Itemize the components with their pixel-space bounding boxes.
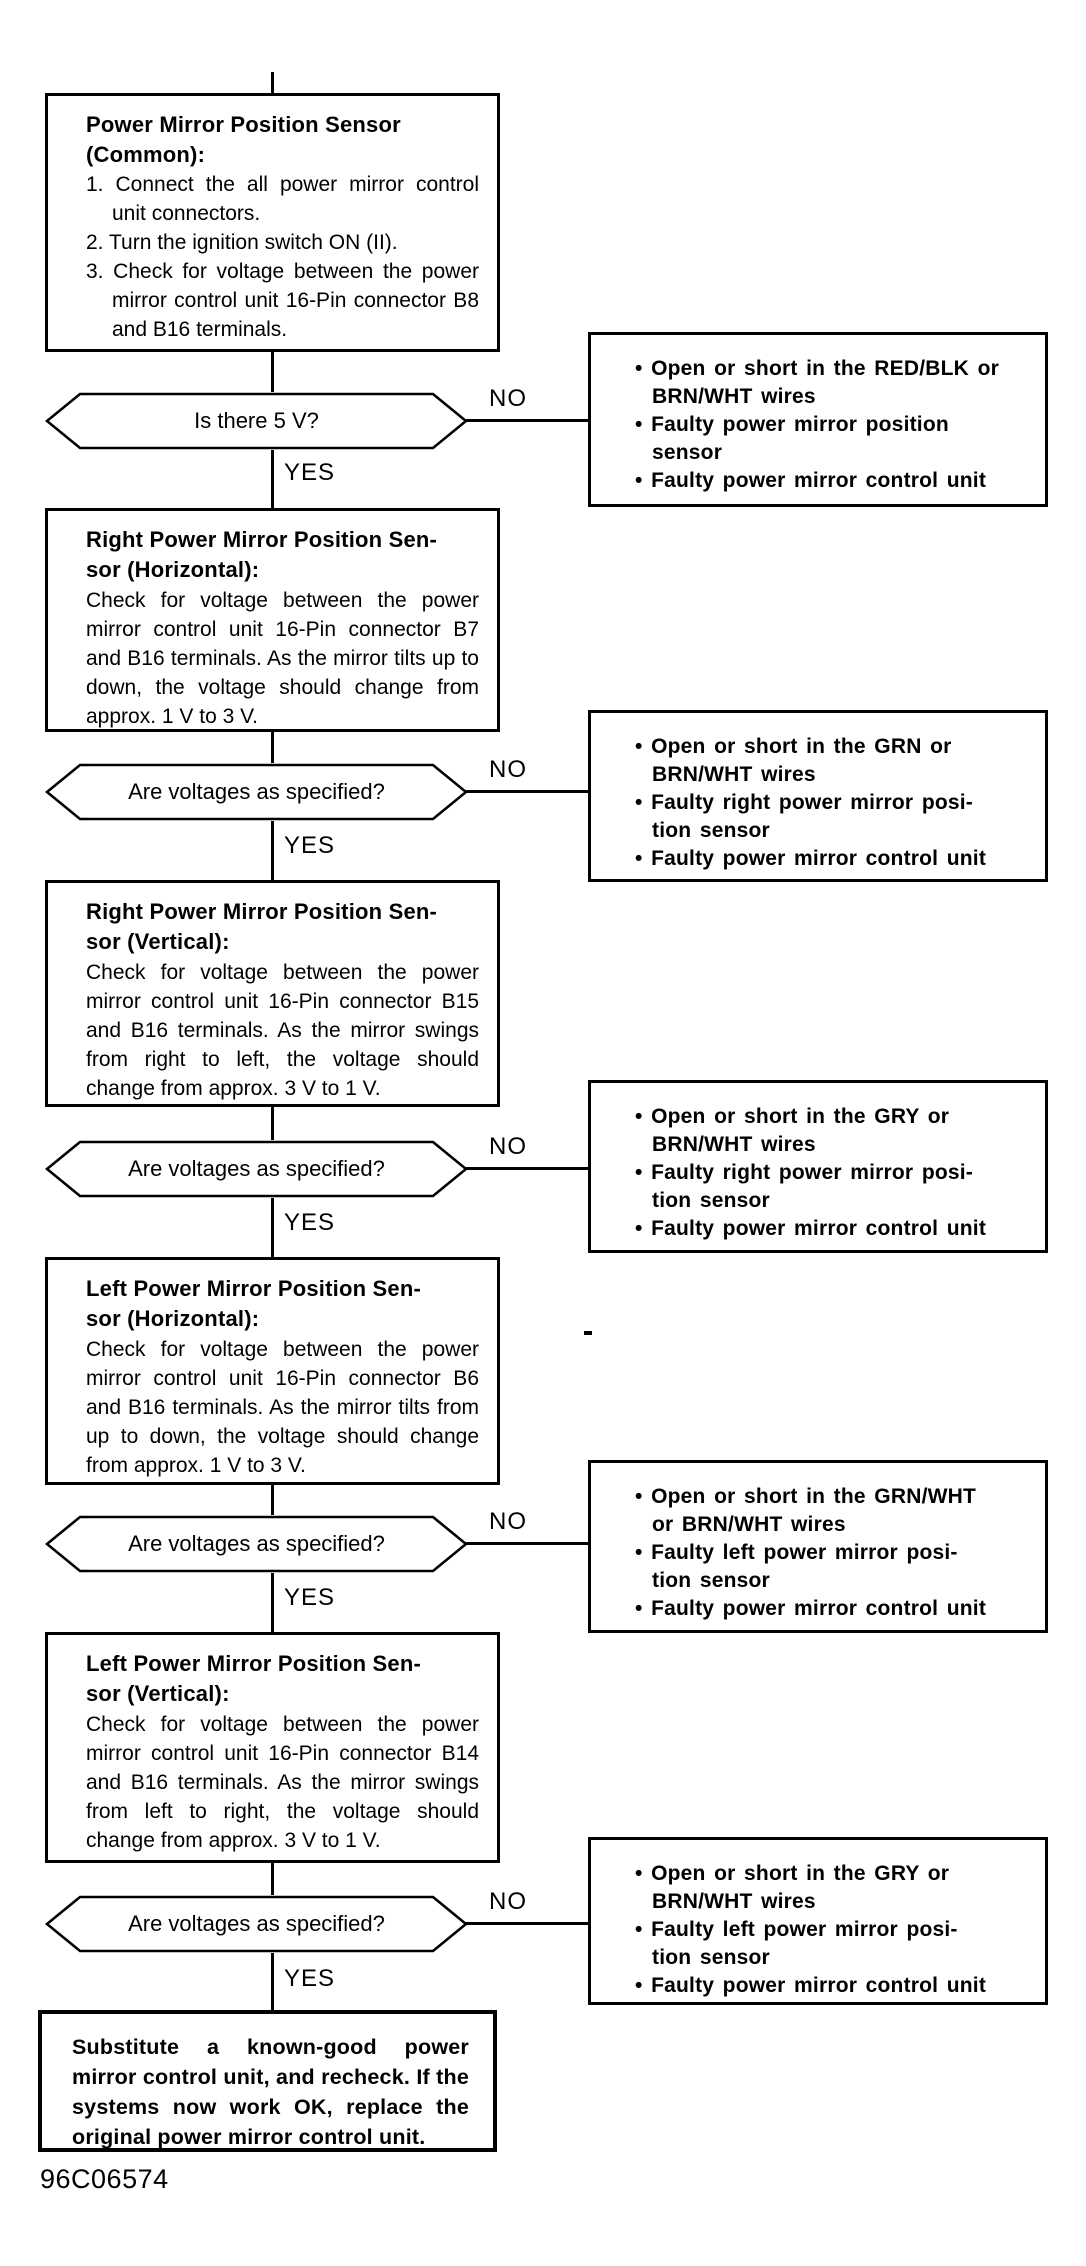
result-item: Faulty right power mirror posi- tion sen… xyxy=(635,1159,1023,1215)
connector-no xyxy=(466,1167,588,1170)
figure-code: 96C06574 xyxy=(40,2164,169,2194)
connector xyxy=(271,1198,274,1257)
decision-voltages-2: Are voltages as specified? xyxy=(45,1140,468,1198)
process-box-left-vertical: Left Power Mirror Position Sen- sor (Ver… xyxy=(45,1632,500,1863)
scan-artifact-dot xyxy=(584,1331,592,1335)
result-box: Open or short in the GRN/WHT or BRN/WHT … xyxy=(588,1460,1048,1633)
decision-label: Are voltages as specified? xyxy=(128,1911,385,1936)
yes-label: YES xyxy=(284,1584,336,1611)
connector-no xyxy=(466,1542,588,1545)
result-box: Open or short in the RED/BLK or BRN/WHT … xyxy=(588,332,1048,507)
connector xyxy=(271,1107,274,1140)
process-box-common: Power Mirror Position Sensor (Common): 1… xyxy=(45,93,500,352)
final-action-box: Substitute a known-good power mirror con… xyxy=(38,2010,497,2152)
final-action-text: Substitute a known-good power mirror con… xyxy=(72,2035,469,2149)
connector-no xyxy=(466,419,588,422)
connector xyxy=(271,352,274,392)
result-box: Open or short in the GRY or BRN/WHT wire… xyxy=(588,1837,1048,2005)
decision-voltages-3: Are voltages as specified? xyxy=(45,1515,468,1573)
result-item: Faulty power mirror position sensor xyxy=(635,411,1023,467)
connector-no xyxy=(466,790,588,793)
process-step: 3. Check for voltage between the power m… xyxy=(86,260,479,341)
result-item: Faulty power mirror control unit xyxy=(635,1215,1023,1243)
process-box-title: Right Power Mirror Position Sen- sor (Ve… xyxy=(86,899,438,954)
result-item: Faulty power mirror control unit xyxy=(635,845,1023,873)
no-label: NO xyxy=(489,385,527,412)
process-box-title: Right Power Mirror Position Sen- sor (Ho… xyxy=(86,527,438,582)
process-box-title: Left Power Mirror Position Sen- sor (Ver… xyxy=(86,1651,422,1706)
connector xyxy=(271,732,274,763)
decision-label: Are voltages as specified? xyxy=(128,1531,385,1556)
result-box: Open or short in the GRN or BRN/WHT wire… xyxy=(588,710,1048,882)
process-box-title: Left Power Mirror Position Sen- sor (Hor… xyxy=(86,1276,422,1331)
decision-voltages-1: Are voltages as specified? xyxy=(45,763,468,821)
process-box-body: Check for voltage between the power mirr… xyxy=(86,589,479,728)
no-label: NO xyxy=(489,756,527,783)
no-label: NO xyxy=(489,1888,527,1915)
result-item: Faulty power mirror control unit xyxy=(635,1972,1023,2000)
result-box: Open or short in the GRY or BRN/WHT wire… xyxy=(588,1080,1048,1253)
result-item: Open or short in the GRN/WHT or BRN/WHT … xyxy=(635,1483,1023,1539)
decision-is-there-5v: Is there 5 V? xyxy=(45,392,468,450)
yes-label: YES xyxy=(284,1209,336,1236)
yes-label: YES xyxy=(284,832,336,859)
process-box-title: Power Mirror Position Sensor (Common): xyxy=(86,112,401,167)
connector xyxy=(271,450,274,508)
process-box-left-horizontal: Left Power Mirror Position Sen- sor (Hor… xyxy=(45,1257,500,1485)
process-box-right-vertical: Right Power Mirror Position Sen- sor (Ve… xyxy=(45,880,500,1107)
connector-entry xyxy=(271,72,274,93)
result-item: Open or short in the GRN or BRN/WHT wire… xyxy=(635,733,1023,789)
process-box-body: Check for voltage between the power mirr… xyxy=(86,961,479,1100)
connector xyxy=(271,1485,274,1515)
result-item: Faulty left power mirror posi- tion sens… xyxy=(635,1916,1023,1972)
process-box-body: Check for voltage between the power mirr… xyxy=(86,1713,479,1852)
yes-label: YES xyxy=(284,459,336,486)
connector-no xyxy=(466,1922,588,1925)
connector xyxy=(271,1863,274,1895)
process-box-body: Check for voltage between the power mirr… xyxy=(86,1338,479,1477)
no-label: NO xyxy=(489,1133,527,1160)
decision-label: Are voltages as specified? xyxy=(128,1156,385,1181)
decision-label: Is there 5 V? xyxy=(194,408,319,433)
connector xyxy=(271,1573,274,1632)
connector xyxy=(271,821,274,880)
process-step: 2. Turn the ignition switch ON (II). xyxy=(86,231,398,254)
result-item: Open or short in the RED/BLK or BRN/WHT … xyxy=(635,355,1023,411)
result-item: Faulty power mirror control unit xyxy=(635,467,1023,495)
yes-label: YES xyxy=(284,1965,336,1992)
process-step: 1. Connect the all power mirror control … xyxy=(86,173,479,225)
result-item: Open or short in the GRY or BRN/WHT wire… xyxy=(635,1103,1023,1159)
result-item: Faulty power mirror control unit xyxy=(635,1595,1023,1623)
result-item: Faulty right power mirror posi- tion sen… xyxy=(635,789,1023,845)
result-item: Faulty left power mirror posi- tion sens… xyxy=(635,1539,1023,1595)
connector xyxy=(271,1953,274,2010)
decision-voltages-4: Are voltages as specified? xyxy=(45,1895,468,1953)
process-box-right-horizontal: Right Power Mirror Position Sen- sor (Ho… xyxy=(45,508,500,732)
decision-label: Are voltages as specified? xyxy=(128,779,385,804)
result-item: Open or short in the GRY or BRN/WHT wire… xyxy=(635,1860,1023,1916)
no-label: NO xyxy=(489,1508,527,1535)
